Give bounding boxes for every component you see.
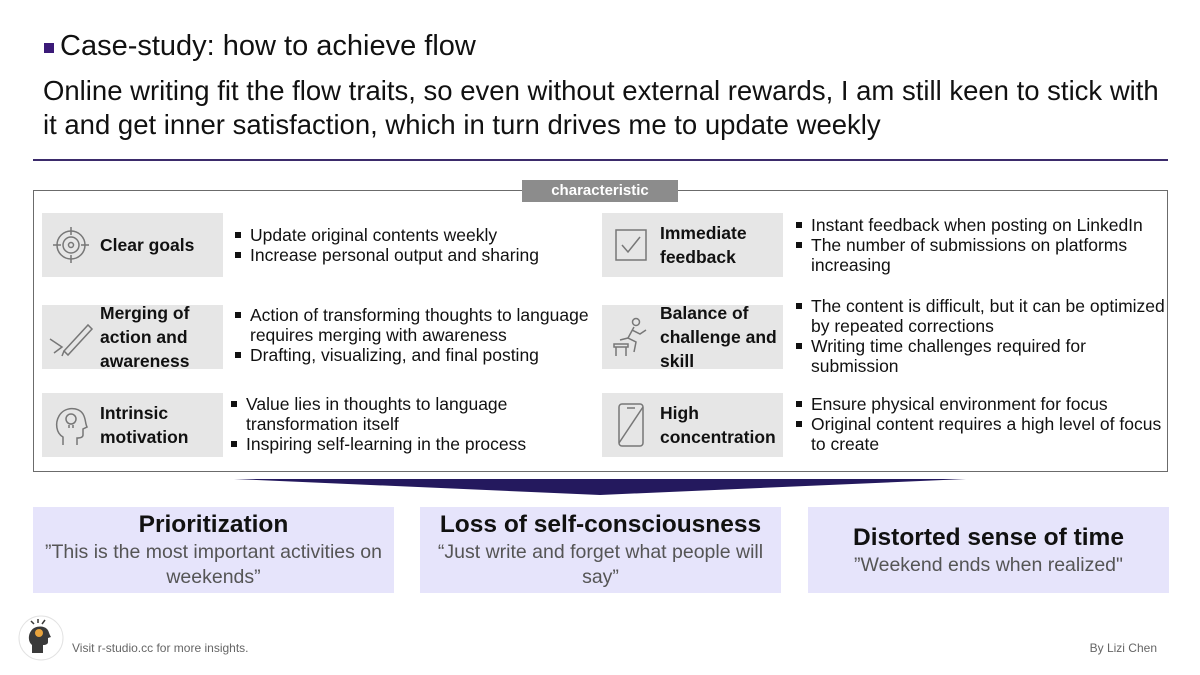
- trait-card-intrinsic-motivation: Intrinsic motivation: [42, 393, 223, 457]
- trait-bullets-high-concentration: Ensure physical environment for focus Or…: [794, 394, 1166, 454]
- list-item: The number of submissions on platforms i…: [794, 235, 1166, 275]
- head-lightbulb-icon: [42, 403, 100, 447]
- title-row: Case-study: how to achieve flow: [44, 30, 476, 63]
- outcome-box-prioritization: Prioritization ”This is the most importa…: [33, 507, 394, 593]
- list-item: Increase personal output and sharing: [233, 245, 593, 265]
- outcome-quote: ”Weekend ends when realized": [854, 554, 1123, 576]
- list-item: Value lies in thoughts to language trans…: [229, 394, 599, 434]
- footer-website-text: Visit r-studio.cc for more insights.: [72, 641, 249, 655]
- trait-label: Merging of action and awareness: [100, 303, 190, 371]
- trait-label: Intrinsic motivation: [100, 403, 189, 447]
- list-item: Instant feedback when posting on LinkedI…: [794, 215, 1166, 235]
- trait-bullets-balance-challenge-skill: The content is difficult, but it can be …: [794, 296, 1166, 376]
- outcome-heading: Loss of self-consciousness: [439, 511, 762, 538]
- checkbox-icon: [602, 226, 660, 264]
- outcome-box-loss-of-self-consciousness: Loss of self-consciousness “Just write a…: [420, 507, 781, 593]
- trait-bullets-clear-goals: Update original contents weekly Increase…: [233, 225, 593, 265]
- outcome-quote: ”This is the most important activities o…: [44, 541, 383, 588]
- list-item: Writing time challenges required for sub…: [794, 336, 1166, 376]
- page-subtitle: Online writing fit the flow traits, so e…: [43, 75, 1159, 140]
- list-item: Inspiring self-learning in the process: [229, 434, 599, 454]
- trait-card-merging-action-awareness: Merging of action and awareness: [42, 303, 223, 371]
- list-item: Ensure physical environment for focus: [794, 394, 1166, 414]
- title-divider: [33, 159, 1168, 161]
- page-title: Case-study: how to achieve flow: [60, 30, 476, 62]
- title-bullet: [44, 42, 54, 53]
- list-item: The content is difficult, but it can be …: [794, 296, 1166, 336]
- outcome-quote: “Just write and forget what people will …: [437, 541, 764, 588]
- trait-bullets-immediate-feedback: Instant feedback when posting on LinkedI…: [794, 215, 1166, 275]
- trait-bullets-intrinsic-motivation: Value lies in thoughts to language trans…: [229, 394, 599, 454]
- list-item: Update original contents weekly: [233, 225, 593, 245]
- outcome-box-distorted-time: Distorted sense of time ”Weekend ends wh…: [808, 507, 1169, 593]
- list-item: Drafting, visualizing, and final posting: [233, 345, 603, 365]
- list-item: Original content requires a high level o…: [794, 414, 1166, 454]
- outcome-heading: Distorted sense of time: [853, 524, 1124, 551]
- trait-card-clear-goals: Clear goals: [42, 213, 223, 277]
- list-item: Action of transforming thoughts to langu…: [233, 305, 603, 345]
- pen-writing-icon: [42, 317, 100, 357]
- outcome-heading: Prioritization: [138, 511, 289, 538]
- footer-author: By Lizi Chen: [1089, 641, 1157, 655]
- target-icon: [42, 225, 100, 265]
- trait-card-immediate-feedback: Immediate feedback: [602, 213, 783, 277]
- brand-logo-icon: [18, 615, 64, 661]
- trait-bullets-merging-action-awareness: Action of transforming thoughts to langu…: [233, 305, 603, 365]
- trait-label: Clear goals: [100, 235, 195, 255]
- characteristics-label: characteristic: [522, 180, 678, 202]
- hurdle-runner-icon: [602, 316, 660, 358]
- trait-card-balance-challenge-skill: Balance of challenge and skill: [602, 303, 783, 371]
- trait-label: High concentration: [660, 403, 776, 447]
- trait-card-high-concentration: High concentration: [602, 393, 783, 457]
- trait-label: Balance of challenge and skill: [660, 303, 777, 371]
- down-arrow-icon: [234, 479, 966, 495]
- no-phone-icon: [602, 401, 660, 449]
- trait-label: Immediate feedback: [660, 223, 747, 267]
